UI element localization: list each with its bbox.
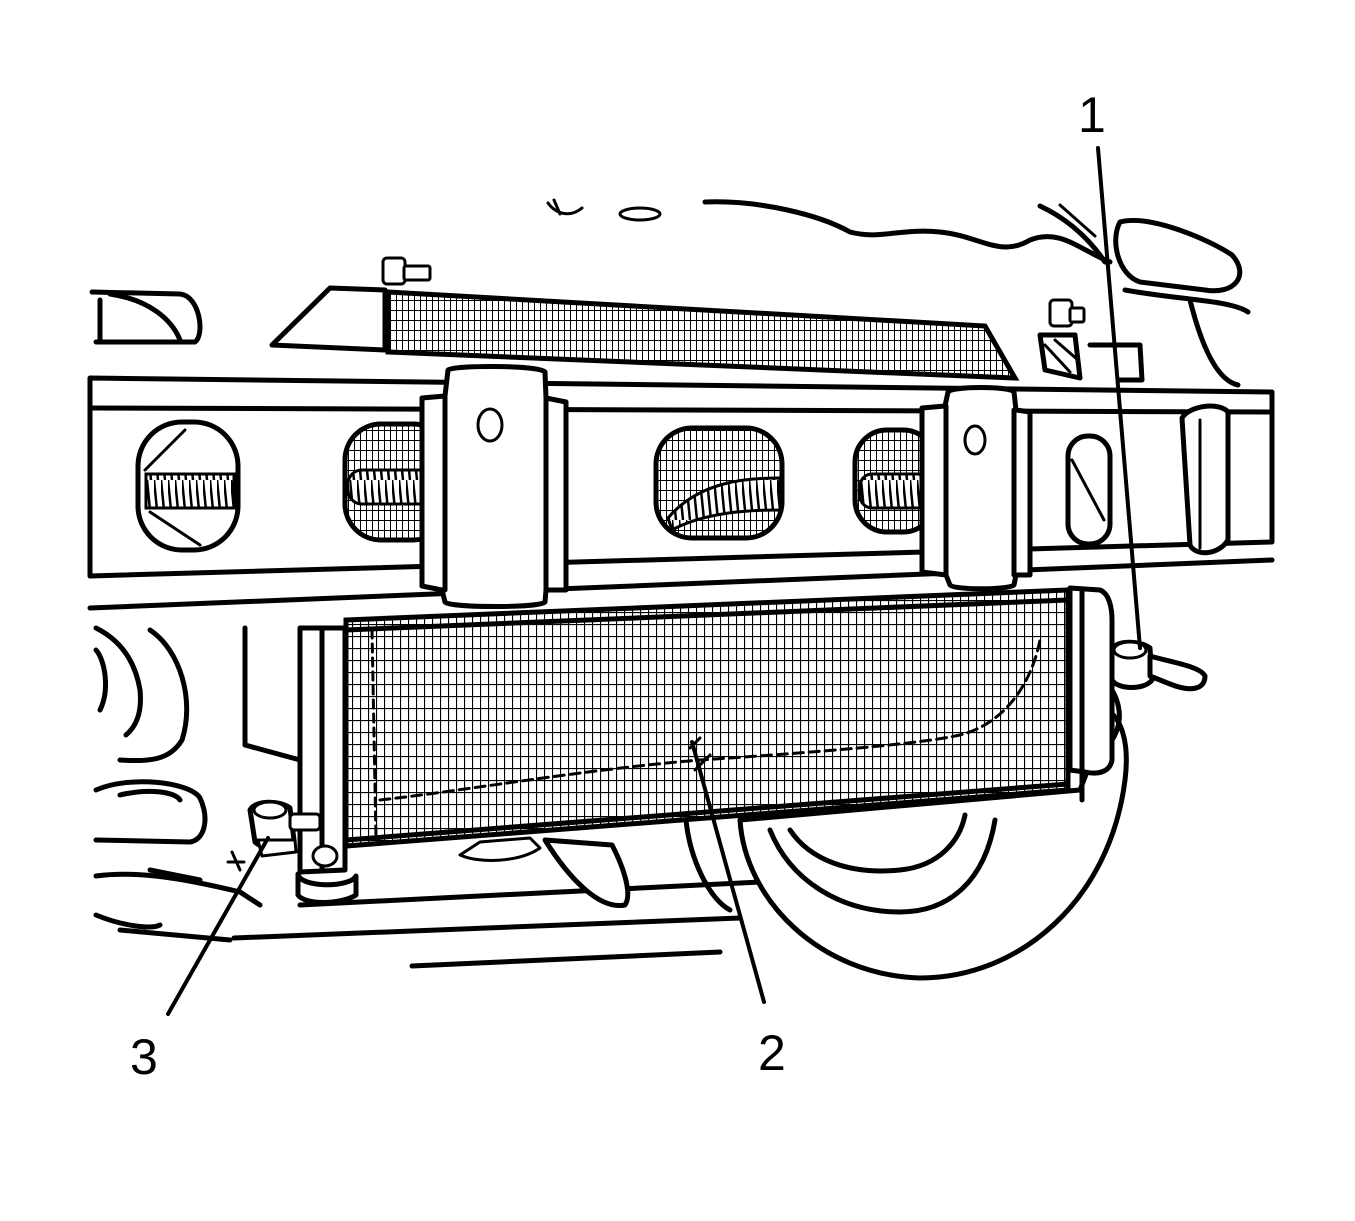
callout-3: 3 <box>130 1029 158 1085</box>
oil-cooler <box>295 585 1115 905</box>
leader-line-1 <box>1096 146 1142 650</box>
mounting-bracket-right <box>919 385 1033 592</box>
beam-end-cap <box>1179 403 1231 556</box>
crossmember-beam <box>87 375 1275 611</box>
cooler-hose-left <box>206 622 257 823</box>
leader-line-2 <box>690 740 766 1004</box>
upper-grille-strip <box>269 256 1086 381</box>
beam-opening-5 <box>1065 433 1113 547</box>
fitting-nut-right <box>1109 639 1208 743</box>
callout-1: 1 <box>1078 87 1106 143</box>
lower-background <box>93 625 1129 981</box>
upper-body-panel <box>546 198 1251 388</box>
beam-opening-1 <box>135 419 241 553</box>
beam-opening-3 <box>653 425 785 541</box>
leader-line-3 <box>166 836 270 1016</box>
callout-2: 2 <box>758 1025 786 1081</box>
mounting-bracket-left <box>419 363 569 609</box>
left-upper-bracket <box>89 289 203 345</box>
